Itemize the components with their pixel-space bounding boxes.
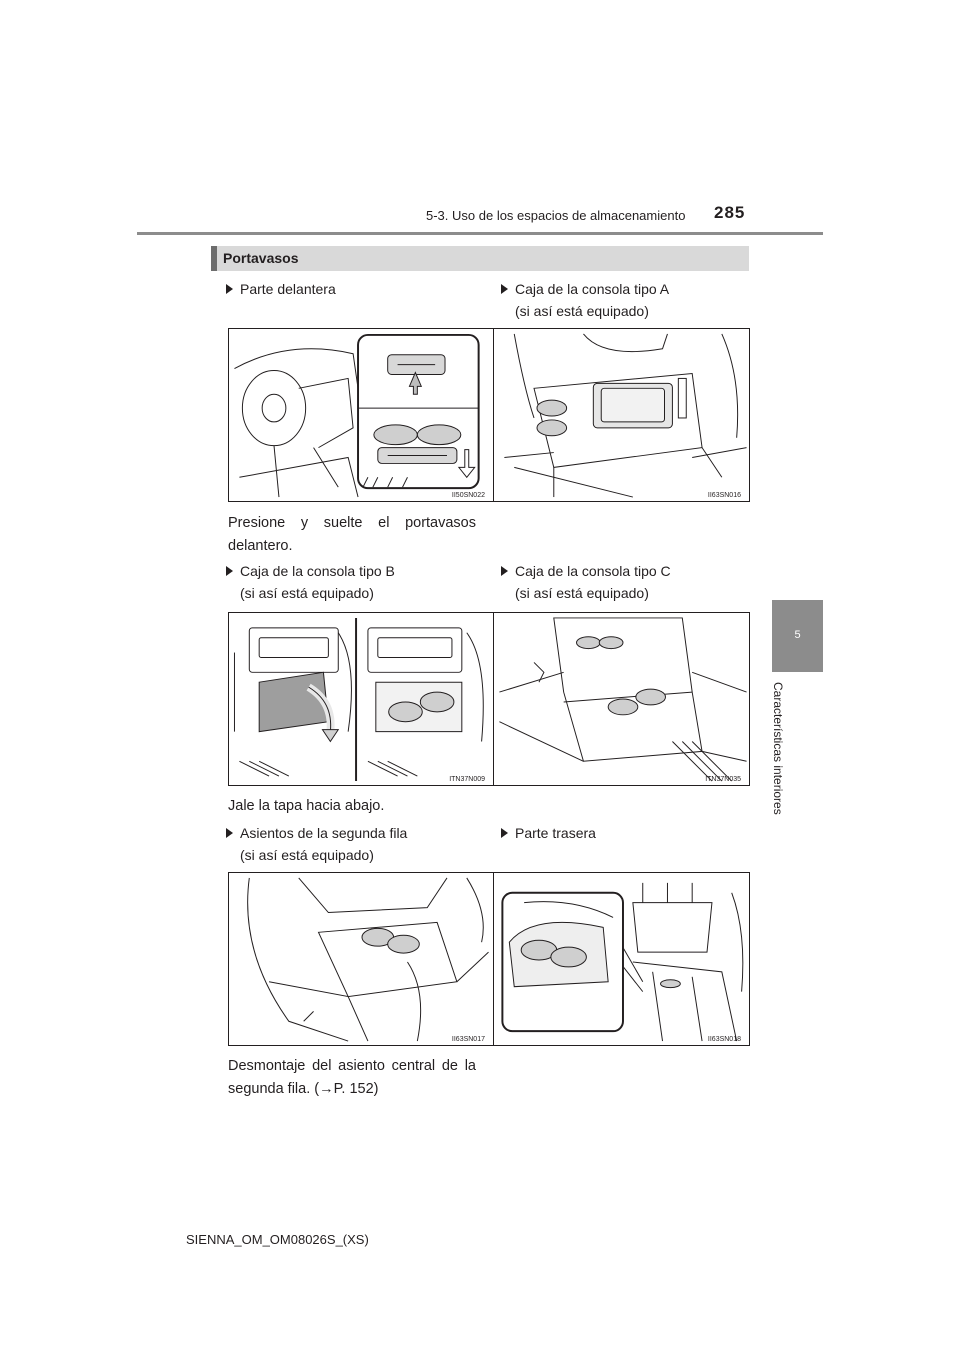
bullet-arrow-icon [226,828,233,838]
caption-front-line1: Presione y suelte el portavasos [228,515,476,531]
bullet-console-c: Caja de la consola tipo C (si así está e… [501,560,671,604]
bullet-arrow-icon [501,284,508,294]
bullet-rear: Parte trasera [501,822,596,844]
caption-front-line2: delantero. [228,538,293,554]
bullet-second-row: Asientos de la segunda fila (si así está… [226,822,407,866]
section-heading-bar [211,246,749,271]
header-divider [137,232,823,235]
figure-code: II63SN016 [707,492,741,499]
running-header-section: 5-3. Uso de los espacios de almacenamien… [426,208,686,223]
figure-code: II63SN017 [451,1036,485,1043]
bullet-arrow-icon [226,284,233,294]
section-title: Portavasos [223,250,299,266]
figure-console-c: ITN37N035 [493,612,750,786]
figure-code: II63SN018 [707,1036,741,1043]
bullet-arrow-icon [501,828,508,838]
console-b-illustration [233,617,484,782]
figure-second-row: II63SN017 [228,872,494,1046]
bullet-console-b: Caja de la consola tipo B (si así está e… [226,560,395,604]
rear-illustration [501,882,744,1042]
figure-code: II50SN022 [451,492,485,499]
front-dashboard-illustration [234,333,480,498]
document-id: SIENNA_OM_OM08026S_(XS) [186,1232,369,1247]
chapter-label: Características interiores [771,682,785,815]
page-number: 285 [714,203,746,222]
caption-second-row-line2: segunda fila. (→P. 152) [228,1081,379,1097]
caption-second-row-line1: Desmontaje del asiento central de la [228,1058,476,1074]
bullet-arrow-icon [501,566,508,576]
figure-console-a: II63SN016 [493,328,750,502]
console-c-illustration [499,617,747,782]
figure-front-cupholder: II50SN022 [228,328,494,502]
bullet-console-a: Caja de la consola tipo A (si así está e… [501,278,669,322]
chapter-tab [772,600,823,672]
figure-rear: II63SN018 [493,872,750,1046]
chapter-number: 5 [794,629,801,641]
figure-code: ITN37N009 [449,776,485,783]
console-a-illustration [504,333,747,498]
figure-console-b: ITN37N009 [228,612,494,786]
bullet-front: Parte delantera [226,278,336,300]
figure-code: ITN37N035 [705,776,741,783]
second-row-illustration [247,877,489,1042]
caption-console-b: Jale la tapa hacia abajo. [228,798,385,814]
bullet-arrow-icon [226,566,233,576]
